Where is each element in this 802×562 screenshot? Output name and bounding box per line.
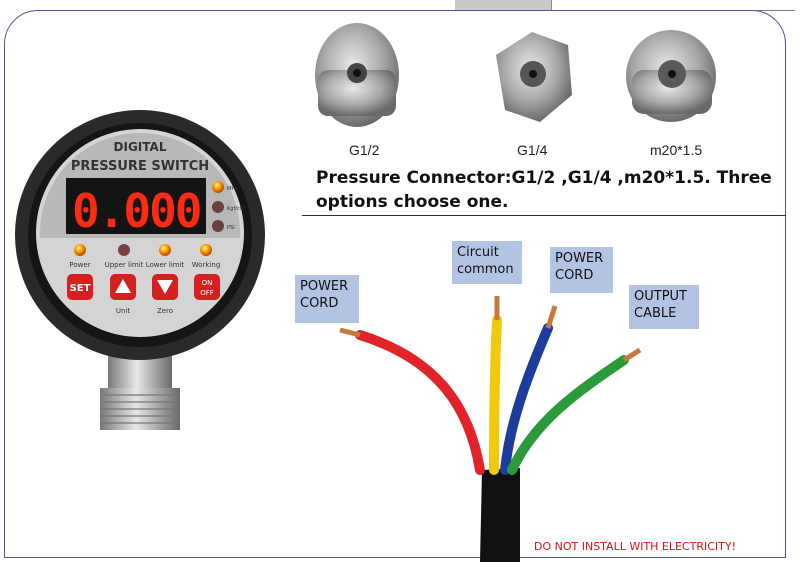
connector-description: Pressure Connector:G1/2 ,G1/4 ,m20*1.5. … — [316, 168, 772, 212]
content-frame — [4, 10, 786, 558]
copper-strand-blue — [545, 305, 558, 329]
indicator-label-working: Working — [192, 261, 221, 269]
connector-m20-caption: m20*1.5 — [650, 142, 703, 158]
connector-g14-image — [496, 32, 572, 122]
on-off-button[interactable] — [194, 274, 220, 300]
section-divider — [302, 215, 786, 216]
connector-g14-caption: G1/4 — [517, 142, 548, 158]
off-label: OFF — [200, 289, 214, 297]
unit-led-psi — [212, 220, 224, 232]
zero-button-label: Zero — [157, 307, 173, 315]
unit-button-label: Unit — [116, 307, 131, 315]
connector-g12-caption: G1/2 — [349, 142, 380, 158]
set-button-label: SET — [70, 283, 91, 294]
unit-label-psi: PSI — [227, 225, 235, 231]
cable-sheath — [480, 468, 520, 562]
unit-led-mpa — [212, 181, 224, 193]
green-wire — [507, 355, 629, 475]
five-core-cable — [339, 296, 642, 562]
unit-led-kgf — [212, 201, 224, 213]
connector-m20-image — [626, 30, 716, 122]
unit-label-kgf: Kgf/cm² — [227, 206, 247, 212]
yellow-wire — [489, 315, 502, 475]
indicator-led-upper — [118, 244, 130, 256]
down-arrow-icon — [157, 280, 173, 294]
label-output-cable: OUTPUT CABLE — [629, 285, 699, 329]
device-title-line2: PRESSURE SWITCH — [71, 159, 209, 174]
electricity-warning: DO NOT INSTALL WITH ELECTRICITY! — [534, 540, 737, 553]
set-button[interactable] — [67, 274, 93, 300]
blue-wire — [500, 323, 553, 475]
led-display — [66, 178, 206, 234]
label-circuit-common: Circuit common — [452, 241, 522, 284]
up-arrow-icon — [115, 279, 131, 293]
unit-label-mpa: MPa — [227, 186, 237, 192]
copper-strand-green — [622, 347, 642, 363]
connector-g12-image — [315, 23, 399, 127]
top-tab — [455, 0, 552, 10]
indicator-label-upper: Upper limit — [105, 261, 144, 269]
copper-strand-red — [339, 327, 361, 338]
pressure-switch-device: DIGITAL PRESSURE SWITCH 0.000 MPa Kgf/cm… — [15, 110, 265, 430]
red-wire — [355, 330, 485, 475]
label-power-cord-left: POWER CORD — [295, 275, 359, 323]
indicator-led-power — [74, 244, 86, 256]
label-power-cord-right: POWER CORD — [550, 247, 613, 293]
indicator-label-power: Power — [69, 261, 90, 269]
device-title-line1: DIGITAL — [114, 140, 167, 154]
indicator-label-lower: Lower limit — [146, 261, 185, 269]
indicator-led-lower — [159, 244, 171, 256]
on-label: ON — [202, 279, 213, 287]
indicator-led-working — [200, 244, 212, 256]
display-value: 0.000 — [72, 184, 200, 238]
